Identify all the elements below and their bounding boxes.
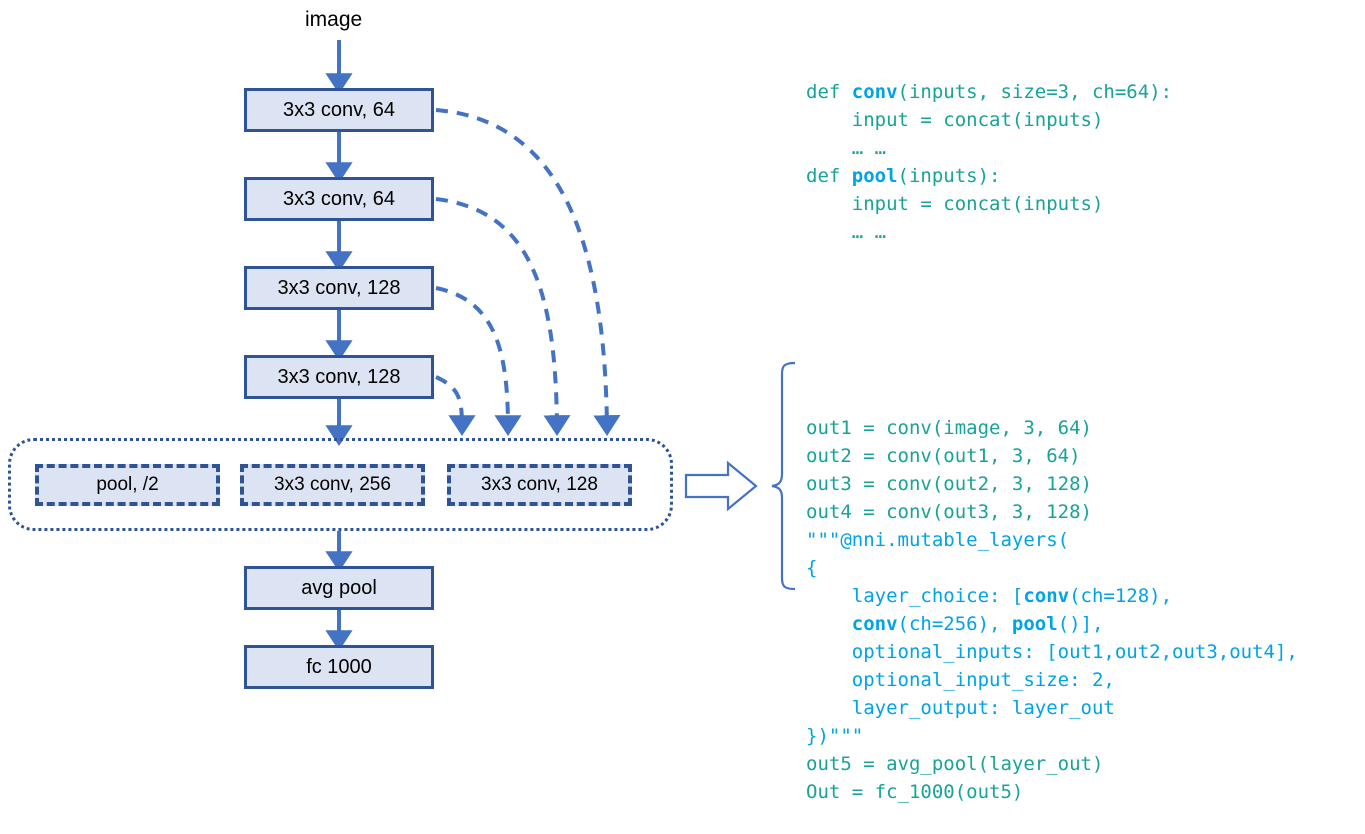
model-code-line-8: conv(ch=256), pool()], — [851, 613, 1104, 635]
def-code-line-2: input = concat(inputs) — [806, 109, 1104, 131]
choice-conv-128-label: 3x3 conv, 128 — [481, 474, 598, 495]
conv-box-2[interactable]: 3x3 conv, 64 — [244, 177, 434, 221]
model-code-line-7: layer_choice: [conv(ch=128), — [806, 585, 1173, 607]
model-code-line-13: out5 = avg_pool(layer_out) — [806, 753, 1104, 775]
choice-conv-128[interactable]: 3x3 conv, 128 — [447, 464, 632, 506]
choice-conv-256[interactable]: 3x3 conv, 256 — [240, 464, 425, 506]
conv-box-3[interactable]: 3x3 conv, 128 — [244, 266, 434, 310]
model-code-line-3: out3 = conv(out2, 3, 128) — [806, 473, 1092, 495]
choice-conv-256-label: 3x3 conv, 256 — [274, 474, 391, 495]
conv-box-1[interactable]: 3x3 conv, 64 — [244, 88, 434, 132]
def-code-line-3: … … — [806, 137, 887, 159]
model-code-line-11: layer_output: layer_out — [806, 697, 1115, 719]
model-code-line-5: """@nni.mutable_layers( — [806, 529, 1070, 551]
model-code-line-12: })""" — [806, 725, 864, 747]
choice-pool[interactable]: pool, /2 — [35, 464, 220, 506]
diagram-canvas — [325, 40, 796, 651]
callout-block-arrow — [684, 460, 758, 512]
code-panel: def conv(inputs, size=3, ch=64): input =… — [806, 22, 1351, 834]
model-code-line-14: Out = fc_1000(out5) — [806, 781, 1024, 803]
skip-connections — [435, 108, 621, 436]
def-code-line-6: … … — [806, 221, 887, 243]
input-label: image — [305, 8, 363, 31]
fc-label: fc 1000 — [306, 655, 372, 678]
def-code-line-5: input = concat(inputs) — [806, 193, 1104, 215]
code-brace — [771, 361, 796, 591]
choice-pool-label: pool, /2 — [96, 474, 159, 495]
code-block-definitions: def conv(inputs, size=3, ch=64): input =… — [806, 78, 1351, 246]
avg-pool-label: avg pool — [301, 576, 377, 599]
def-code-line-4: def pool(inputs): — [806, 165, 1001, 187]
conv-box-1-label: 3x3 conv, 64 — [283, 98, 395, 121]
model-code-line-1: out1 = conv(image, 3, 64) — [806, 417, 1092, 439]
conv-box-3-label: 3x3 conv, 128 — [277, 276, 401, 299]
fc-box[interactable]: fc 1000 — [244, 645, 434, 689]
model-code-line-10: optional_input_size: 2, — [806, 669, 1115, 691]
avg-pool-box[interactable]: avg pool — [244, 566, 434, 610]
code-gap — [806, 302, 1351, 358]
conv-box-4[interactable]: 3x3 conv, 128 — [244, 355, 434, 399]
mutable-layers-container — [8, 438, 673, 531]
model-code-line-4: out4 = conv(out3, 3, 128) — [806, 501, 1092, 523]
def-code-line-1: def conv(inputs, size=3, ch=64): — [806, 81, 1173, 103]
conv-box-4-label: 3x3 conv, 128 — [277, 365, 401, 388]
model-code-line-2: out2 = conv(out1, 3, 64) — [806, 445, 1081, 467]
model-code-line-6: { — [806, 557, 818, 579]
conv-box-2-label: 3x3 conv, 64 — [283, 187, 395, 210]
code-block-model: out1 = conv(image, 3, 64) out2 = conv(out… — [806, 414, 1351, 806]
model-code-line-9: optional_inputs: [out1,out2,out3,out4], — [806, 641, 1298, 663]
